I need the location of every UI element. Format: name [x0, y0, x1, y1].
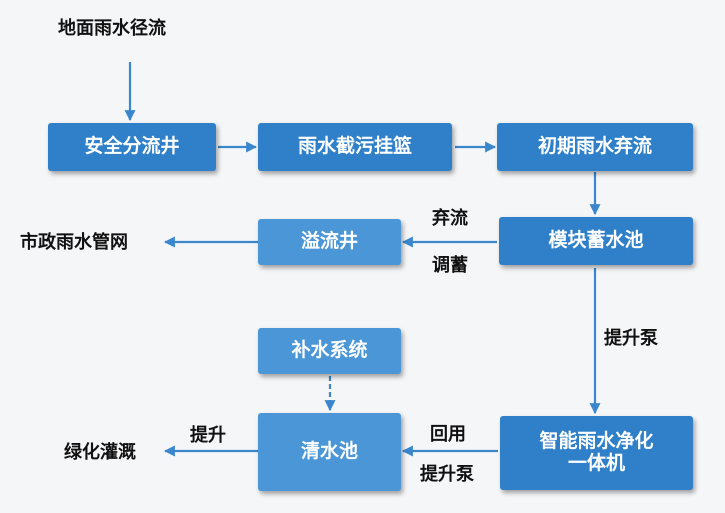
basket-label: 雨水截污挂篮 — [297, 135, 412, 158]
greening-label: 绿化灌溉 — [64, 442, 136, 463]
basket-node: 雨水截污挂篮 — [258, 123, 452, 171]
initial-discard-label: 初期雨水弃流 — [537, 135, 652, 158]
overflow-well-node: 溢流井 — [258, 219, 401, 265]
lift-edge-label: 提升 — [190, 425, 226, 446]
purifier-node: 智能雨水净化 一体机 — [500, 416, 693, 490]
regulate-edge-label: 调蓄 — [432, 255, 468, 276]
supply-system-node: 补水系统 — [258, 328, 401, 374]
purifier-label-line1: 智能雨水净化 — [539, 430, 654, 453]
storage-tank-label: 模块蓄水池 — [548, 229, 644, 252]
discard-edge-label: 弃流 — [432, 208, 468, 229]
source-label: 地面雨水径流 — [58, 18, 166, 39]
pump-back-edge-label: 提升泵 — [420, 464, 474, 485]
clear-tank-node: 清水池 — [258, 413, 401, 491]
pump-down-edge-label: 提升泵 — [604, 328, 658, 349]
safety-well-node: 安全分流井 — [48, 123, 216, 171]
supply-system-label: 补水系统 — [291, 339, 368, 362]
reuse-edge-label: 回用 — [430, 424, 466, 445]
municipal-label: 市政雨水管网 — [20, 232, 128, 253]
clear-tank-label: 清水池 — [300, 440, 358, 463]
safety-well-label: 安全分流井 — [84, 135, 180, 158]
purifier-label-line2: 一体机 — [567, 452, 625, 474]
overflow-well-label: 溢流井 — [300, 230, 358, 253]
storage-tank-node: 模块蓄水池 — [499, 217, 693, 265]
initial-discard-node: 初期雨水弃流 — [497, 123, 693, 171]
